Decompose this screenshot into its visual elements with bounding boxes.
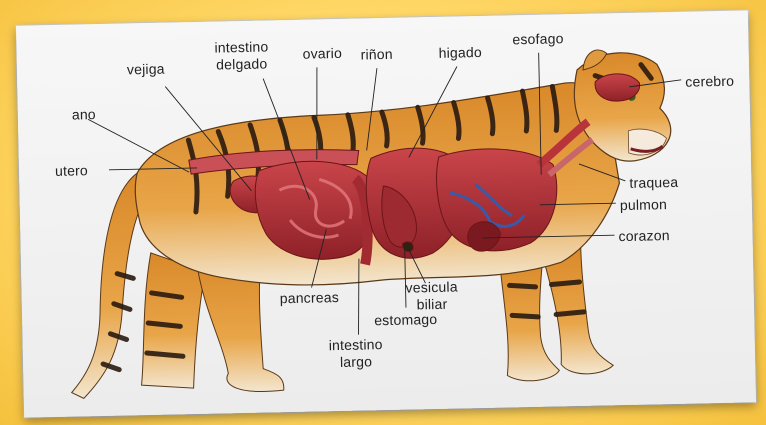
label-vejiga: vejiga bbox=[127, 61, 165, 79]
label-cerebro: cerebro bbox=[685, 73, 734, 91]
label-estomago: estomago bbox=[374, 311, 437, 329]
label-intestino-largo-line1: intestino bbox=[329, 336, 383, 354]
label-vesicula-biliar: vesicula biliar bbox=[405, 279, 458, 314]
label-pulmon: pulmon bbox=[620, 196, 667, 214]
label-traquea: traquea bbox=[629, 174, 678, 192]
label-utero: utero bbox=[55, 162, 88, 180]
label-vesicula-line1: vesicula bbox=[405, 279, 458, 297]
label-intestino-delgado-line2: delgado bbox=[215, 55, 269, 73]
label-ano: ano bbox=[72, 106, 96, 123]
diagram-card: intestino delgado vejiga ovario riñon hi… bbox=[16, 10, 756, 417]
label-intestino-delgado-line1: intestino bbox=[214, 38, 268, 56]
label-ovario: ovario bbox=[302, 45, 342, 63]
label-pancreas: pancreas bbox=[280, 289, 340, 307]
label-corazon: corazon bbox=[618, 227, 670, 245]
label-intestino-largo: intestino largo bbox=[329, 336, 384, 371]
label-rinon: riñon bbox=[360, 46, 392, 64]
label-intestino-delgado: intestino delgado bbox=[214, 38, 269, 73]
tiger-hind-leg-back bbox=[139, 252, 208, 389]
label-intestino-largo-line2: largo bbox=[329, 353, 383, 371]
label-esofago: esofago bbox=[512, 30, 564, 48]
label-higado: higado bbox=[438, 44, 482, 62]
